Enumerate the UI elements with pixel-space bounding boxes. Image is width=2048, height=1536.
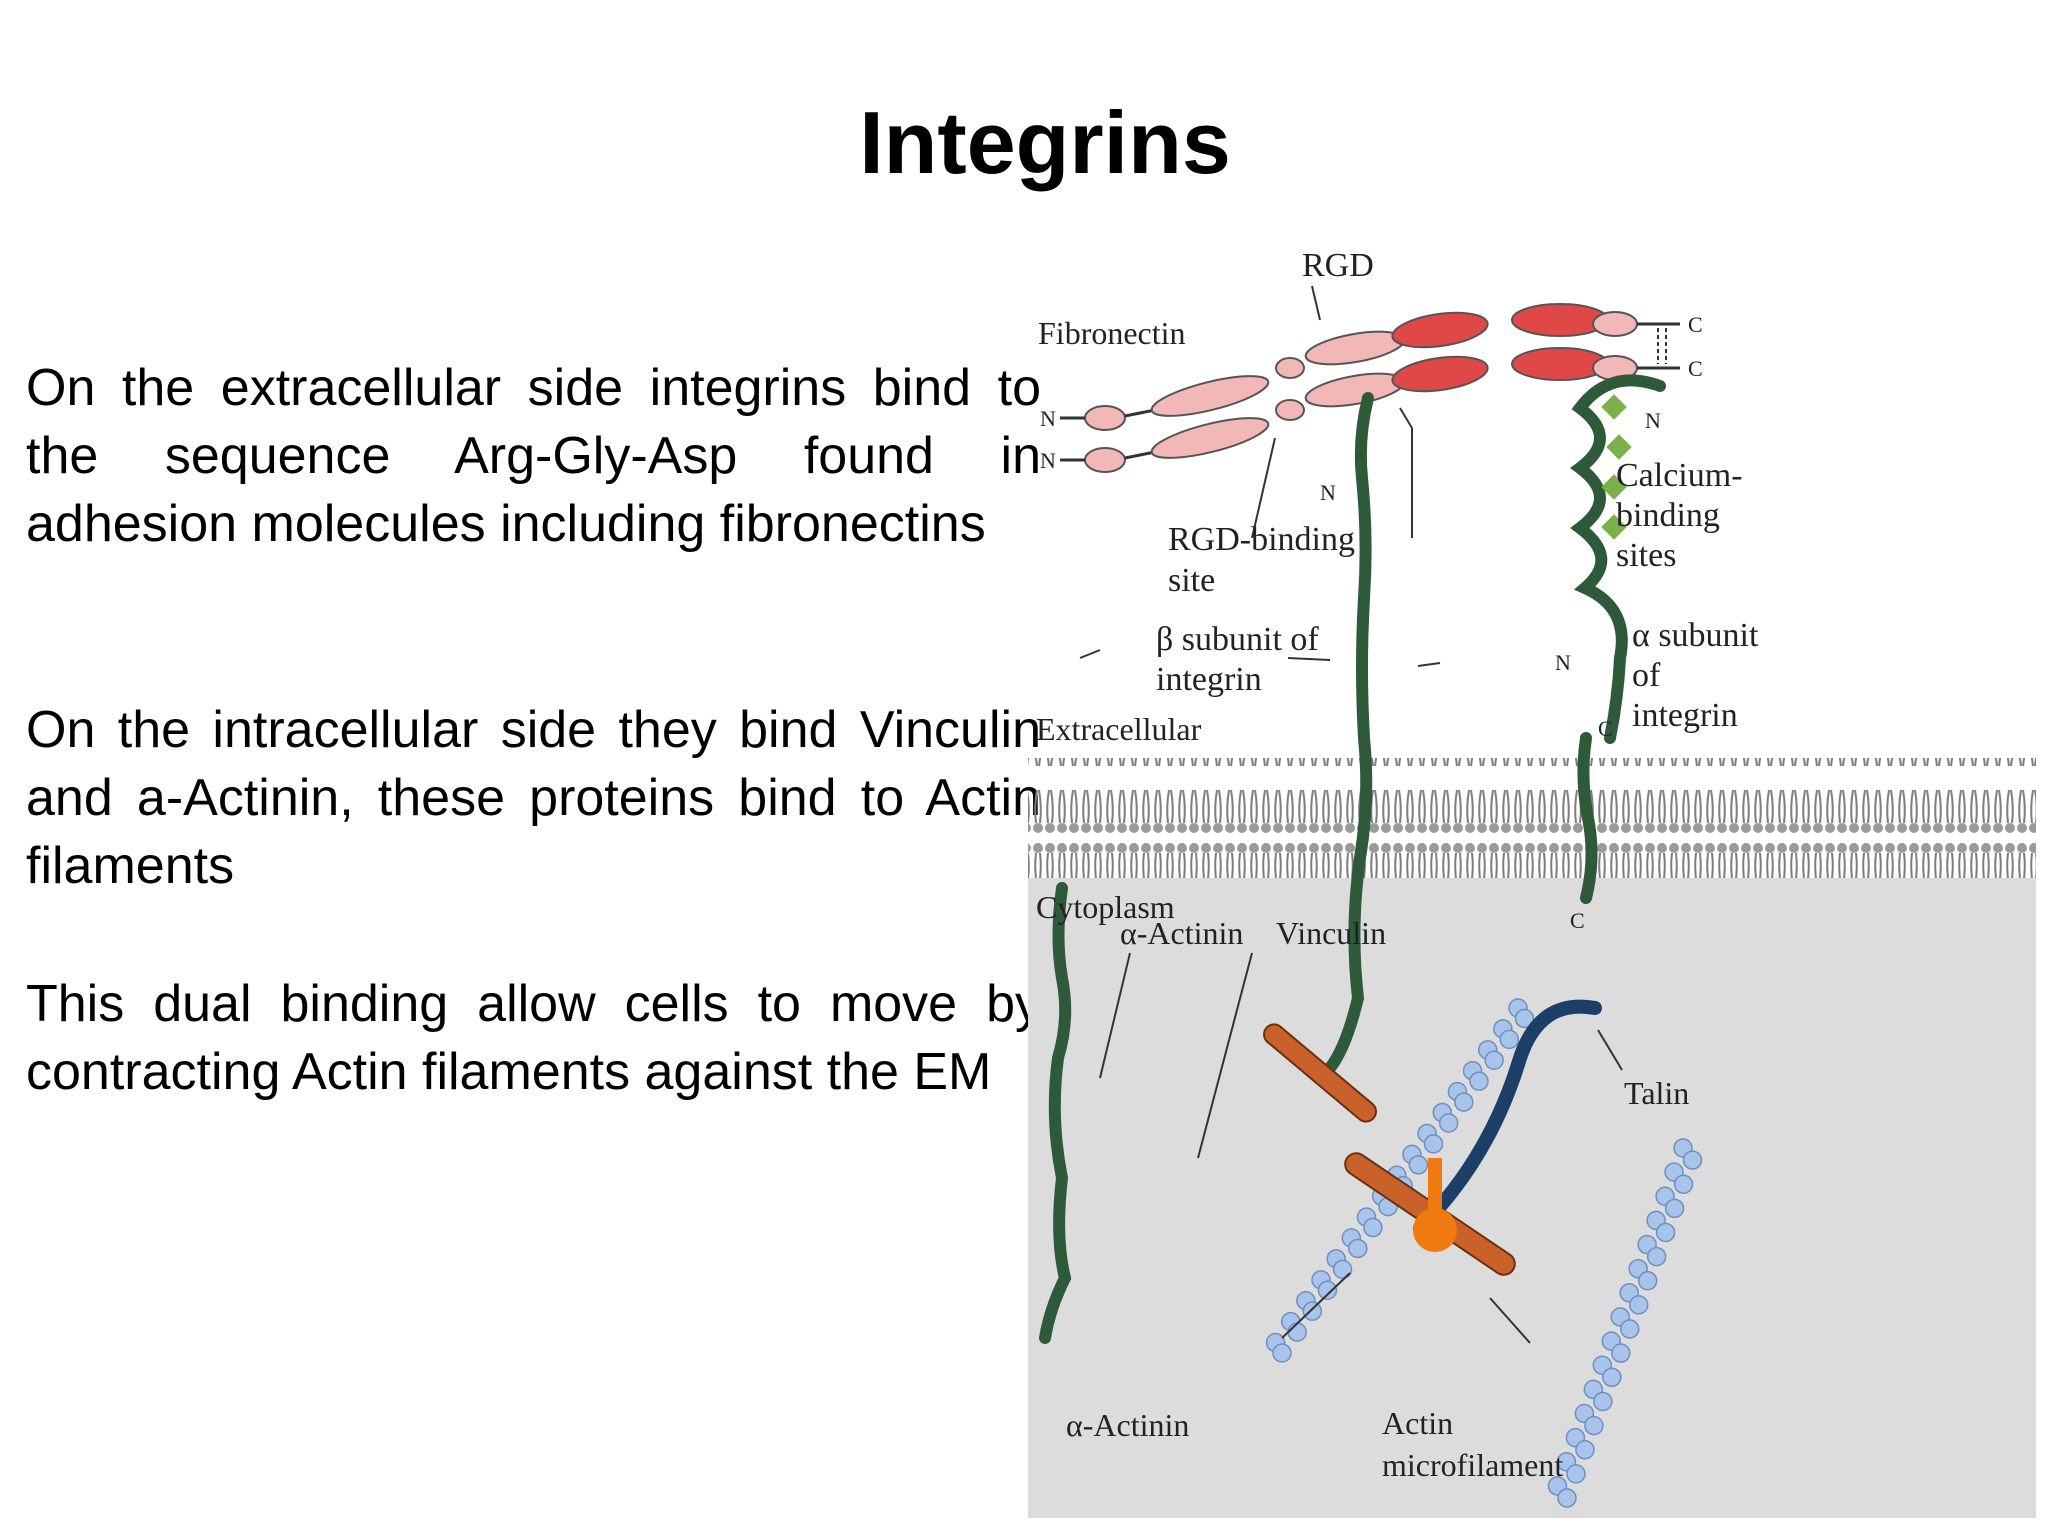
label-vinculin: Vinculin	[1276, 915, 1386, 951]
actin-bead	[1438, 1113, 1459, 1133]
actin-bead	[1287, 1322, 1307, 1342]
actin-bead	[1655, 1222, 1676, 1243]
talin-protein	[1413, 999, 1602, 1235]
actin-bead	[1423, 1134, 1444, 1154]
label-alpha-line1: α subunit	[1632, 617, 1759, 654]
actin-bead	[1628, 1295, 1649, 1315]
label-c-fib1: C	[1688, 312, 1703, 337]
integrin-diagram: RGD Fibronectin RGD-binding site Calcium…	[1028, 247, 2036, 1518]
label-c-alpha2: C	[1570, 908, 1585, 933]
paragraph-extracellular: On the extracellular side integrins bind…	[26, 359, 1041, 553]
lipid-bilayer	[1028, 758, 2036, 878]
alpha-subunit-tm	[1577, 732, 1598, 904]
label-beta-line1: β subunit of	[1156, 621, 1319, 658]
label-alpha-line2: of	[1632, 657, 1661, 694]
alpha-subunit-integrin	[1570, 374, 1666, 744]
label-n-alpha: N	[1645, 408, 1661, 433]
label-n-fib2: N	[1040, 448, 1056, 473]
label-alpha-actinin-bottom: α-Actinin	[1066, 1407, 1189, 1443]
paragraph-dual-binding: This dual binding allow cells to move by…	[26, 975, 1041, 1101]
actin-bead	[1317, 1280, 1338, 1301]
actin-bead	[1332, 1259, 1353, 1280]
actin-bead	[1664, 1198, 1685, 1219]
actin-bead	[1673, 1174, 1694, 1194]
label-extracellular: Extracellular	[1036, 711, 1202, 747]
label-talin: Talin	[1624, 1075, 1689, 1111]
actin-microfilament-left	[1265, 998, 1535, 1363]
actin-bead	[1637, 1271, 1658, 1291]
actin-bead	[1593, 1391, 1613, 1412]
label-fibronectin: Fibronectin	[1038, 315, 1186, 351]
actin-bead	[1646, 1246, 1667, 1267]
actin-bead	[1484, 1050, 1504, 1071]
actin-bead	[1499, 1029, 1520, 1050]
beta-subunit-integrin	[1324, 392, 1374, 1074]
actin-bead	[1584, 1415, 1604, 1436]
actin-bead	[1557, 1488, 1577, 1508]
label-c-alpha: C	[1598, 716, 1613, 741]
label-calcium-line1: Calcium-	[1616, 457, 1743, 494]
actin-bead	[1611, 1343, 1631, 1363]
actin-bead	[1363, 1217, 1383, 1238]
label-beta-line2: integrin	[1156, 661, 1262, 698]
leader-lines	[1079, 285, 1623, 1344]
label-n-beta: N	[1320, 480, 1336, 505]
actin-bead	[1602, 1367, 1622, 1388]
label-n-fib1: N	[1040, 406, 1056, 431]
actin-bead	[1302, 1301, 1323, 1321]
actin-bead	[1682, 1150, 1703, 1170]
actin-bead	[1566, 1464, 1586, 1484]
label-cytoplasm: Cytoplasm	[1036, 889, 1175, 925]
label-rgd-binding-line1: RGD-binding	[1168, 521, 1355, 558]
label-c-fib2: C	[1688, 356, 1703, 381]
actin-bead	[1408, 1155, 1429, 1175]
label-calcium-line3: sites	[1616, 537, 1676, 574]
actin-microfilament-right	[1547, 1138, 1703, 1508]
slide-title: Integrins	[859, 93, 1231, 192]
label-alpha-line3: integrin	[1632, 697, 1738, 734]
actin-bead	[1620, 1319, 1640, 1339]
actin-bead	[1469, 1071, 1489, 1091]
label-actin-line1: Actin	[1382, 1405, 1453, 1441]
cytoplasm-region	[1028, 878, 2036, 1518]
label-rgd: RGD	[1302, 247, 1374, 284]
paragraph-intracellular: On the intracellular side they bind Vinc…	[26, 701, 1041, 895]
label-alpha-actinin-top: α-Actinin	[1120, 915, 1243, 951]
actin-bead	[1454, 1092, 1474, 1112]
beta-subunit-left-chain	[1039, 882, 1072, 1344]
actin-bead	[1514, 1008, 1535, 1029]
vinculin-protein	[1413, 1158, 1457, 1252]
label-n-alpha2: N	[1555, 650, 1571, 675]
actin-bead	[1272, 1343, 1292, 1363]
label-rgd-binding-line2: site	[1168, 562, 1215, 599]
alpha-actinin-upper	[1263, 1023, 1377, 1123]
label-actin-line2: microfilament	[1382, 1447, 1563, 1483]
actin-bead	[1575, 1439, 1595, 1460]
actin-bead	[1348, 1238, 1368, 1259]
label-calcium-line2: binding	[1616, 497, 1720, 534]
fibronectin-molecule	[1060, 303, 1680, 473]
